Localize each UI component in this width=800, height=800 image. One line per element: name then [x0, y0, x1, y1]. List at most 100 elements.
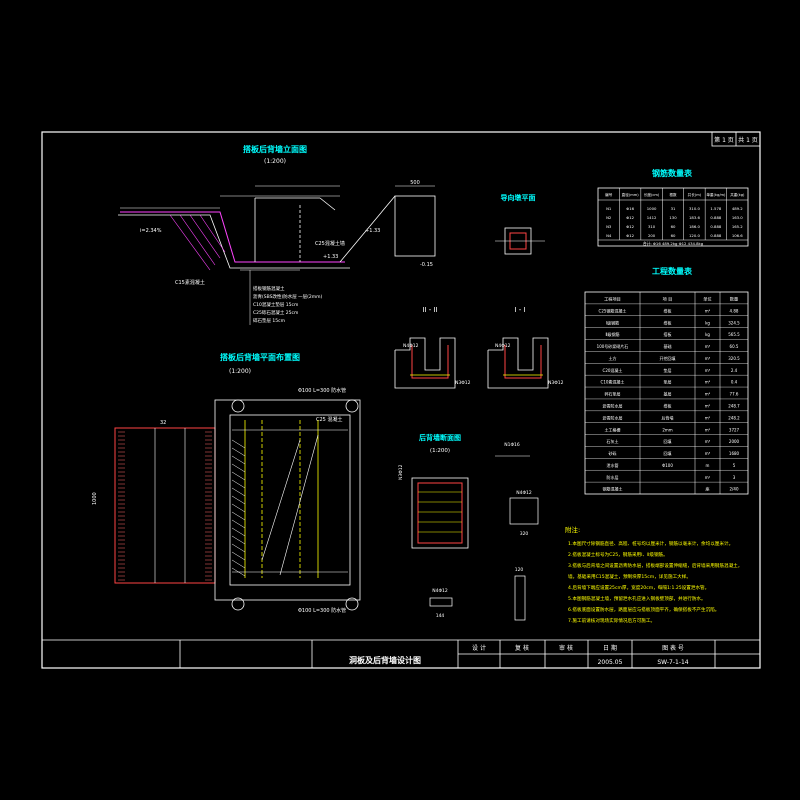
qty-cell: 沥青防水层	[603, 414, 623, 420]
qty-cell: 320.5	[728, 356, 740, 361]
col-number: 图 表 号	[662, 644, 684, 652]
note-c25: C25混凝土墙	[315, 240, 345, 247]
quantity-table-title: 工程数量表	[652, 266, 693, 276]
rebar-header: 根数	[669, 192, 677, 197]
rebar-cell: N3	[606, 224, 612, 229]
rebar-cell: 1.578	[710, 206, 721, 211]
rebar-cell: 0.888	[710, 215, 721, 220]
rebar-cell: 106.6	[732, 233, 743, 238]
rebar-total: 合计: Φ16 489.2kg Φ12 434.8kg	[643, 241, 704, 246]
qty-cell: 砂砾	[609, 450, 617, 456]
elev-label-right: +1.33	[365, 228, 380, 234]
qty-cell: 2/40	[730, 487, 739, 492]
qty-cell: 石灰土	[607, 438, 619, 444]
rebar-table-title: 钢筋数量表	[652, 168, 693, 178]
qty-cell: m²	[705, 475, 711, 480]
drawing-date: 2005.05	[598, 659, 623, 666]
qty-cell: m³	[705, 356, 711, 361]
plan-title: 搭板后背墙平面布置图	[220, 352, 300, 362]
rebar-header: 直径(mm)	[622, 192, 640, 197]
rebar-cell: N4	[606, 233, 612, 238]
qty-cell: 2mm	[662, 427, 672, 432]
rebar-cell: Φ12	[626, 233, 634, 238]
note-line: 5.本图钢筋混凝土墙，预留泄水孔应进入钢板壁顶部，并进行防水。	[568, 595, 706, 602]
layer-5: 碎石垫层 15cm	[253, 317, 285, 324]
qty-cell: 钢筋混凝土	[603, 486, 623, 492]
page-label: 第 1 页	[714, 136, 734, 144]
elev-dim-500: 500	[410, 180, 420, 186]
rebar-cell: 163.0	[732, 215, 743, 220]
rebar-cell: 1000	[647, 206, 657, 211]
rebar-header: 长度(cm)	[644, 192, 660, 197]
qty-cell: 2000	[729, 439, 740, 444]
sec2-rebar-n4: N4Φ12	[403, 343, 419, 349]
qty-cell: 土方	[609, 355, 617, 361]
qty-header: 项 目	[663, 296, 673, 302]
qty-cell: m	[706, 463, 710, 468]
qty-cell: m³	[705, 392, 711, 397]
note-line: 7.施工前请核对现场实际情况后方可施工。	[568, 617, 655, 624]
qty-cell: C25钢筋混凝土	[599, 307, 627, 313]
rebar-cell: Φ12	[626, 215, 634, 220]
qty-header: 单位	[703, 295, 711, 302]
qty-cell: C20混凝土	[603, 367, 623, 373]
qty-cell: 0.4	[731, 380, 738, 385]
rebar-cell: N1	[606, 206, 612, 211]
rebar-header: 共重(kg)	[730, 192, 745, 197]
qty-cell: 324.5	[728, 320, 740, 325]
qty-cell: 565.5	[728, 332, 740, 337]
note-line: 2.搭板混凝土标号为C25，钢筋采用Ⅰ、Ⅱ级钢筋。	[568, 551, 668, 558]
plan-bottom-note: Φ100 L=300 防水管	[298, 607, 346, 614]
drawing-number: SW-7-1-14	[657, 659, 688, 666]
detail-title: 后背墙断面图	[419, 433, 461, 442]
bar-n2: N1Φ16	[504, 442, 520, 448]
vertical-bar-dim: 120	[515, 567, 524, 573]
qty-cell: 垫层	[664, 367, 672, 373]
rebar-cell: 130	[669, 215, 677, 220]
layer-1: 搭板钢筋混凝土	[253, 285, 285, 292]
notes: 附注: 1.本图尺寸除钢筋直径、高程、桩号均以厘米计，钢筋以毫米计，余均以厘米计…	[565, 525, 742, 624]
plan-scale: (1:200)	[229, 368, 251, 375]
col-audit: 审 核	[559, 644, 573, 652]
rebar-cell: 1412	[647, 215, 657, 220]
qty-cell: 60.5	[730, 344, 739, 349]
rebar-cell: 60	[671, 233, 676, 238]
rebar-cell: 0.888	[710, 233, 721, 238]
qty-cell: kg	[705, 332, 710, 337]
rebar-cell: 200	[648, 233, 656, 238]
qty-cell: kg	[705, 320, 710, 325]
qty-cell: 搭板	[664, 307, 672, 313]
qty-cell: m²	[705, 427, 711, 432]
sec1-rebar-n3: N3Φ12	[548, 380, 564, 386]
title-block: 洞板及后背墙设计图 设 计 复 核 审 核 日 期 图 表 号 2005.05 …	[42, 639, 760, 668]
qty-cell: m²	[705, 415, 711, 420]
qty-cell: 沥青防水层	[603, 402, 623, 408]
slope-label: i=2.34%	[140, 228, 162, 234]
bar-n4: N4Φ12	[516, 490, 532, 496]
qty-cell: m³	[705, 380, 711, 385]
qty-cell: m³	[705, 451, 711, 456]
small-bar-label: N4Φ12	[432, 588, 448, 594]
rebar-cell: Φ16	[626, 206, 634, 211]
qty-header: 数量	[730, 295, 738, 302]
rebar-cell: 120.0	[689, 233, 700, 238]
rebar-cell: 165.2	[732, 224, 743, 229]
qty-cell: m³	[705, 308, 711, 313]
layer-3: C10混凝土垫层 15cm	[253, 301, 298, 308]
qty-cell: 基层	[664, 391, 672, 397]
qty-cell: 5	[733, 463, 736, 468]
qty-cell: m²	[705, 403, 711, 408]
qty-cell: m³	[705, 344, 711, 349]
section-2: II - II N4Φ12 N3Φ12	[394, 306, 471, 389]
note-c15: C15素混凝土	[175, 279, 205, 286]
sec2-rebar-n3: N3Φ12	[455, 380, 471, 386]
qty-cell: 248.7	[728, 403, 740, 408]
qty-cell: 泄水管	[607, 462, 619, 468]
rebar-cell: N2	[606, 215, 612, 220]
drawing-title: 洞板及后背墙设计图	[349, 655, 421, 665]
qty-cell: 防水层	[607, 474, 619, 480]
plan-view: 搭板后背墙平面布置图 (1:200) Φ100 L=300 防水管 Φ100 L…	[92, 352, 361, 614]
qty-cell: 2.4	[731, 368, 738, 373]
total-label: 共 1 页	[738, 136, 758, 144]
sheet-border	[41, 131, 761, 669]
